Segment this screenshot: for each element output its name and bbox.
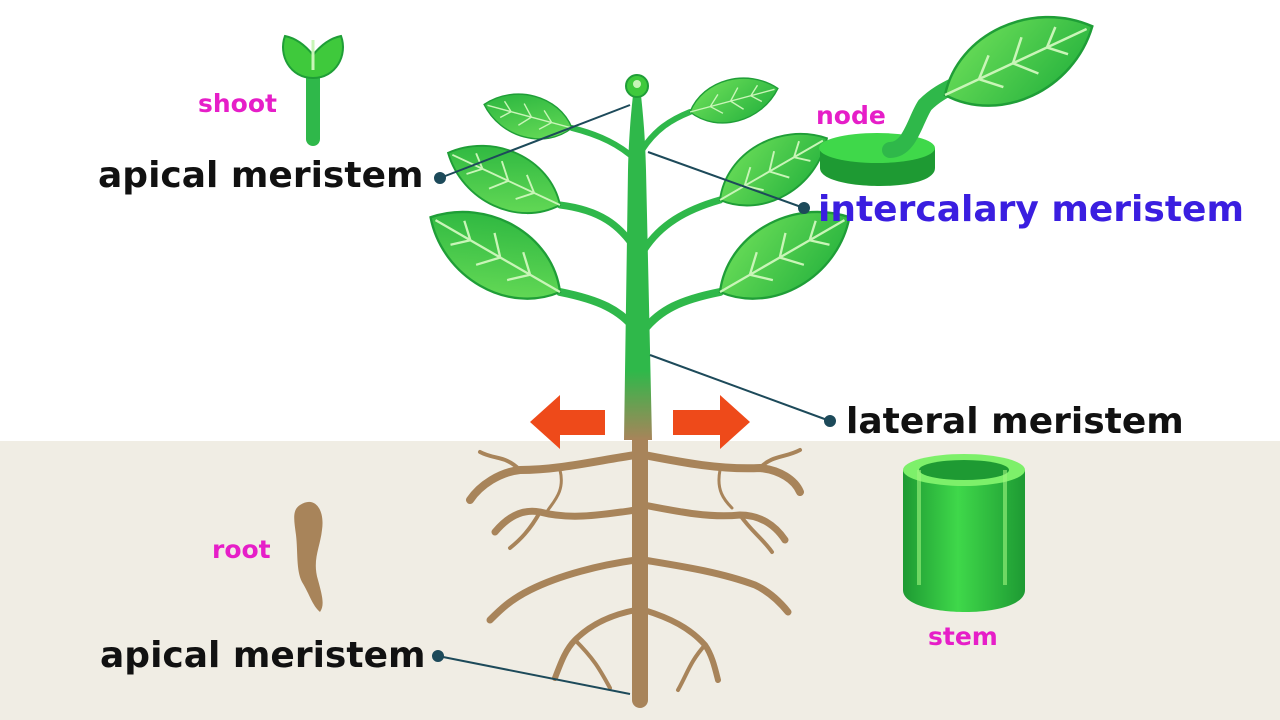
growth-arrows: [530, 395, 750, 449]
leader-lines: [432, 104, 836, 695]
node-label: node: [816, 101, 886, 130]
stem-cylinder-icon: [903, 454, 1025, 612]
stem-label: stem: [928, 622, 998, 651]
main-stem: [624, 95, 652, 440]
apical-meristem-top-label: apical meristem: [98, 155, 424, 196]
node-icon: [819, 0, 1110, 186]
intercalary-meristem-label: intercalary meristem: [818, 189, 1244, 230]
left-arrow: [530, 395, 605, 449]
right-arrow: [673, 395, 750, 449]
shoot-tip-bud: [625, 74, 649, 98]
root-tip-icon: [294, 501, 323, 612]
apical-meristem-bottom-label: apical meristem: [100, 635, 426, 676]
root-system: [466, 422, 804, 708]
shoot-label: shoot: [198, 89, 277, 118]
root-label: root: [212, 535, 271, 564]
shoot-apex-icon: [282, 34, 344, 146]
lateral-meristem-label: lateral meristem: [846, 401, 1184, 442]
